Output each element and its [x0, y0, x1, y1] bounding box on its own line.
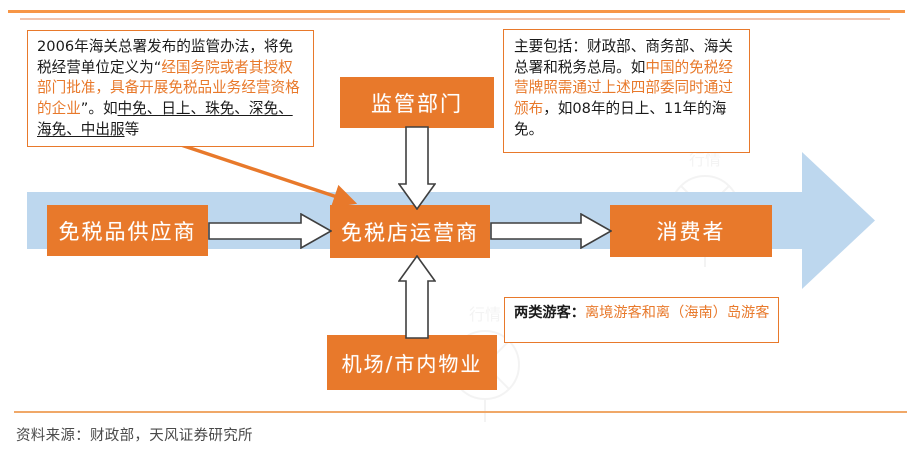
arrow-down-regulator-to-operator [398, 126, 436, 210]
callout-definition-seg-3: 中免、日上、珠免、深免、海免、中出服 [37, 100, 293, 138]
arrow-right-operator-to-consumer [490, 213, 612, 249]
top-secondary-rule [20, 18, 890, 20]
top-accent-rule [8, 10, 905, 13]
callout-definition-seg-1: 经国务院或者其授权部门批准，具备开展免税品业务经营资格的企业 [37, 58, 300, 118]
process-box-regulator[interactable]: 监管部门 [340, 77, 494, 128]
callout-tourists-seg-1: 离境游客和离（海南）岛游客 [584, 305, 770, 321]
callout-definition-seg-2: ”。如 [80, 100, 118, 118]
arrow-right-supplier-to-operator [208, 213, 332, 249]
footer-rule [14, 411, 907, 413]
svg-text:行情: 行情 [469, 305, 501, 324]
callout-tourists: 两类游客：离境游客和离（海南）岛游客 [504, 297, 779, 343]
callout-ministries-seg-1: 中国的免税经营牌照需通过上述四部委同时通过颁布 [514, 58, 733, 118]
callout-ministries: 主要包括：财政部、商务部、海关总署和税务总局。如中国的免税经营牌照需通过上述四部… [503, 29, 750, 153]
callout-ministries-seg-2: ，如08年的日上、11年的海免。 [514, 100, 727, 138]
callout-definition-seg-4: 等 [124, 120, 140, 138]
callout-definition-seg-0: 2006年海关总署发布的监管办法，将免税经营单位定义为“ [37, 38, 294, 76]
callout-definition: 2006年海关总署发布的监管办法，将免税经营单位定义为“经国务院或者其授权部门批… [27, 30, 314, 147]
process-box-operator[interactable]: 免税店运营商 [330, 205, 490, 258]
process-box-venue[interactable]: 机场/市内物业 [327, 335, 497, 390]
callout-ministries-seg-0: 主要包括：财政部、商务部、海关总署和税务总局。如 [514, 38, 733, 76]
process-box-consumer[interactable]: 消费者 [610, 205, 772, 257]
process-box-supplier[interactable]: 免税品供应商 [47, 205, 208, 256]
arrow-up-venue-to-operator [398, 255, 436, 339]
source-note: 资料来源：财政部，天风证券研究所 [16, 428, 253, 444]
callout-tourists-seg-0: 两类游客： [514, 305, 585, 321]
annotation-arrow-definition-to-operator [176, 140, 376, 220]
